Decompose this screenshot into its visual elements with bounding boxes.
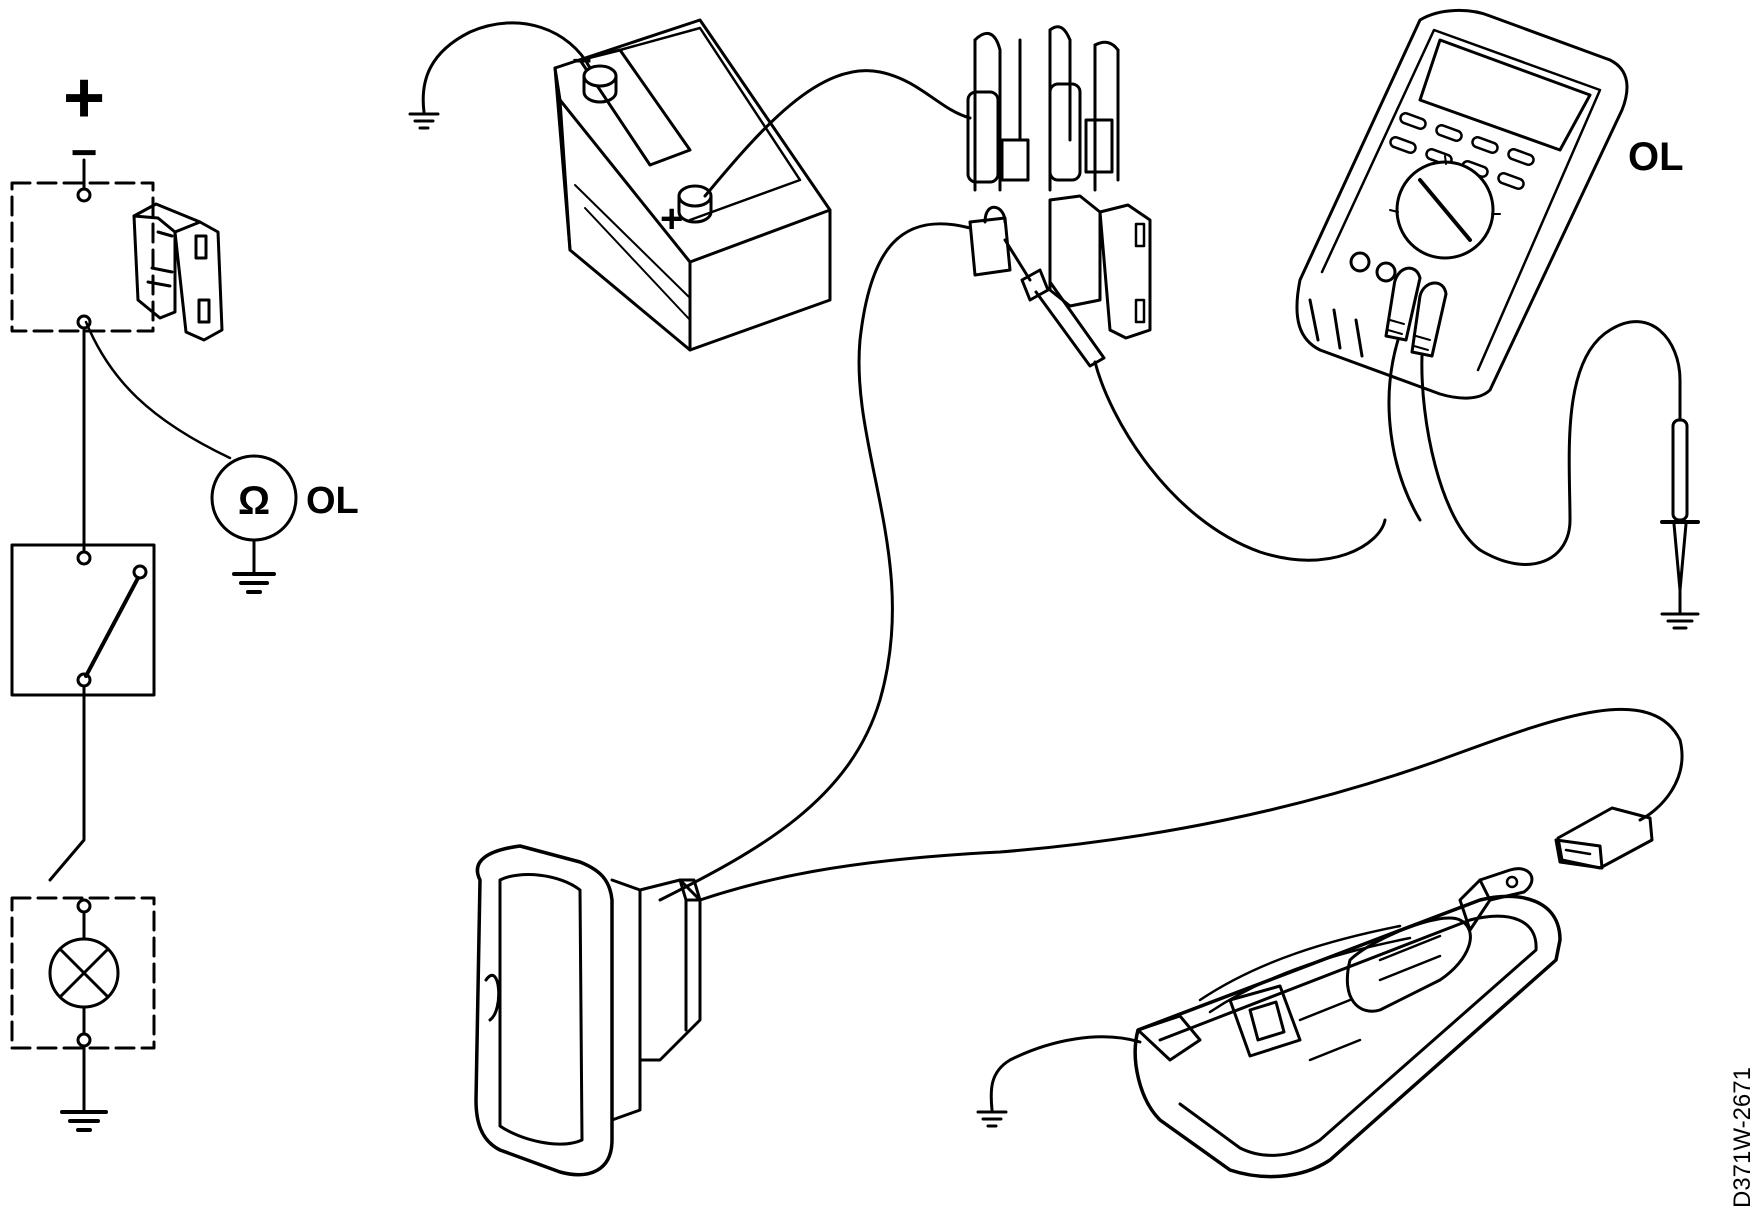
- fuse-icon: [132, 202, 224, 342]
- ohmmeter-icon: Ω: [210, 454, 298, 574]
- schematic: + − Ω OL: [10, 58, 359, 1132]
- rocker-switch: [474, 707, 1684, 1177]
- probe-icon: [1660, 418, 1700, 614]
- fuse-icon: [1048, 194, 1152, 340]
- ground-icon: [1660, 612, 1700, 630]
- fuse-box: [10, 158, 224, 342]
- multimeter-icon: [1295, 8, 1682, 566]
- switch-box: [10, 543, 156, 697]
- battery-icon: − +: [408, 18, 972, 352]
- lamp-box: [10, 896, 156, 1050]
- lamp-unit-icon: [976, 867, 1562, 1179]
- multimeter-reading: OL: [1628, 135, 1684, 179]
- reference-code: D371W-2671: [1729, 1067, 1756, 1208]
- ground-icon: [232, 572, 276, 594]
- fuse-block: [966, 25, 1152, 340]
- connector-icon: [1554, 806, 1654, 870]
- ohmmeter-reading: OL: [306, 480, 359, 522]
- ground-icon: [60, 1110, 108, 1132]
- ground-icon: [976, 1110, 1008, 1128]
- ohm-symbol: Ω: [238, 479, 270, 523]
- supply-plus-label: +: [63, 58, 105, 138]
- probe-icon: [1003, 238, 1387, 562]
- switch-icon: [84, 576, 140, 678]
- lamp-icon: [48, 937, 120, 1009]
- ground-icon: [408, 112, 440, 130]
